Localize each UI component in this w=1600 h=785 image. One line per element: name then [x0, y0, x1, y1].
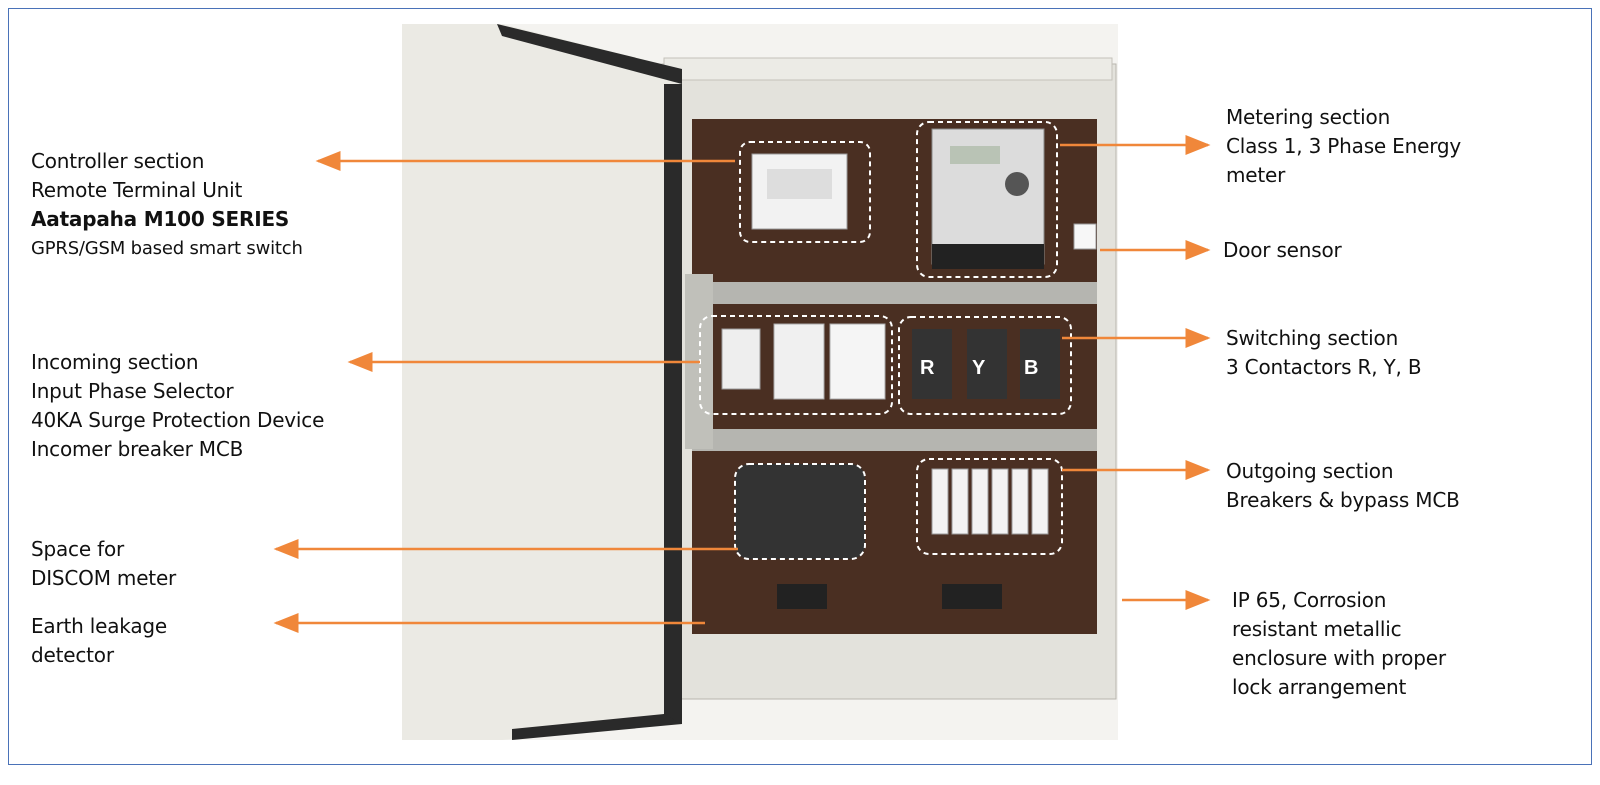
label-line: GPRS/GSM based smart switch [31, 238, 303, 259]
label-outgoing-section: Outgoing section Breakers & bypass MCB [1226, 457, 1460, 515]
contactor-label-b: B [1024, 357, 1039, 379]
contactor-label-y: Y [972, 357, 986, 379]
label-line: resistant metallic [1232, 617, 1402, 641]
label-line: Metering section [1226, 105, 1391, 129]
label-line: meter [1226, 163, 1286, 187]
label-line: Breakers & bypass MCB [1226, 488, 1460, 512]
contactor-label-r: R [920, 357, 935, 379]
panel-photo [402, 24, 1118, 740]
label-line: Outgoing section [1226, 459, 1394, 483]
label-line: Incomer breaker MCB [31, 437, 244, 461]
label-metering-section: Metering section Class 1, 3 Phase Energy… [1226, 103, 1461, 190]
label-line: IP 65, Corrosion [1232, 588, 1387, 612]
label-door-sensor: Door sensor [1223, 236, 1342, 265]
figure-border [8, 8, 1592, 765]
label-discom-space: Space for DISCOM meter [31, 535, 176, 593]
label-line: 3 Contactors R, Y, B [1226, 355, 1422, 379]
label-line: Remote Terminal Unit [31, 178, 243, 202]
label-switching-section: Switching section 3 Contactors R, Y, B [1226, 324, 1422, 382]
label-line: lock arrangement [1232, 675, 1407, 699]
label-line: detector [31, 643, 114, 667]
product-name: Aatapaha M100 SERIES [31, 207, 290, 231]
label-line: Switching section [1226, 326, 1399, 350]
label-enclosure: IP 65, Corrosion resistant metallic encl… [1232, 586, 1446, 702]
label-controller-section: Controller section Remote Terminal Unit … [31, 147, 303, 263]
label-line: Door sensor [1223, 238, 1342, 262]
label-line: Incoming section [31, 350, 199, 374]
label-line: 40KA Surge Protection Device [31, 408, 325, 432]
label-line: Space for [31, 537, 125, 561]
label-line: Earth leakage [31, 614, 167, 638]
label-incoming-section: Incoming section Input Phase Selector 40… [31, 348, 324, 464]
label-earth-leakage: Earth leakage detector [31, 612, 167, 670]
label-line: Controller section [31, 149, 205, 173]
label-line: enclosure with proper [1232, 646, 1446, 670]
label-line: Class 1, 3 Phase Energy [1226, 134, 1461, 158]
label-line: DISCOM meter [31, 566, 177, 590]
label-line: Input Phase Selector [31, 379, 234, 403]
